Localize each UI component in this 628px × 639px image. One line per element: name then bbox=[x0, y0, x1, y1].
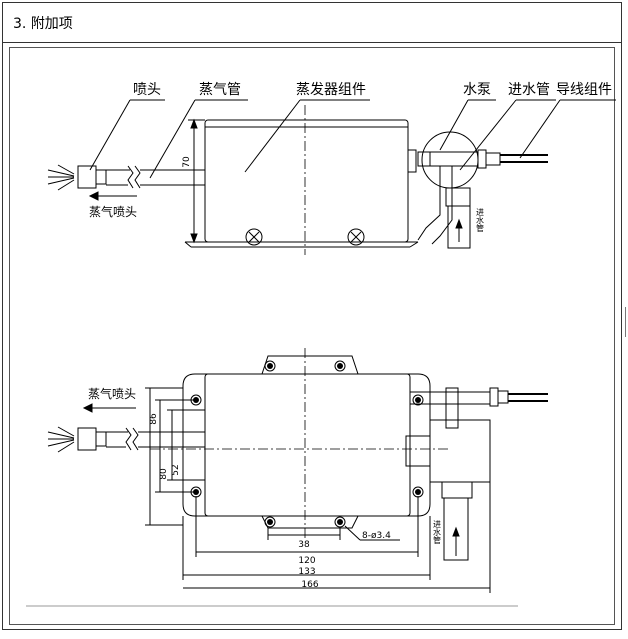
dim-38: 38 bbox=[298, 540, 310, 550]
dim-166: 166 bbox=[301, 580, 318, 590]
label-inlet-pipe: 进水管 bbox=[508, 82, 550, 98]
label-steam-spray: 蒸气喷头 bbox=[89, 204, 137, 219]
dim-52: 52 bbox=[171, 464, 181, 475]
dim-133: 133 bbox=[298, 567, 315, 577]
pump-top bbox=[429, 419, 491, 483]
mounting-holes bbox=[193, 363, 421, 525]
evaporator-body bbox=[204, 119, 409, 243]
dim-86: 86 bbox=[149, 413, 159, 425]
nozzle bbox=[77, 165, 97, 189]
drawing-area bbox=[9, 47, 615, 625]
label-generator: 蒸发器组件 bbox=[296, 82, 366, 98]
scroll-indicator[interactable] bbox=[625, 307, 626, 337]
section-header: 3. 附加项 bbox=[3, 3, 621, 43]
label-nozzle: 喷头 bbox=[133, 82, 161, 98]
attachment-panel: 3. 附加项 bbox=[2, 2, 622, 630]
dim-height-label: 70 bbox=[182, 156, 192, 168]
section-title: 3. 附加项 bbox=[13, 16, 73, 32]
bottom-view: 蒸气喷头 进水管 86 80 52 38 12 bbox=[47, 348, 548, 593]
top-view: 70 喷头 蒸气管 蒸发器组件 水泵 进水管 bbox=[47, 82, 616, 255]
label-steam-pipe: 蒸气管 bbox=[199, 82, 241, 98]
steam-pipe bbox=[106, 169, 130, 186]
label-pump: 水泵 bbox=[463, 82, 491, 98]
label-steam-spray-bottom: 蒸气喷头 bbox=[88, 386, 136, 401]
evaporator-body-top bbox=[204, 373, 411, 517]
label-inlet-vertical-bottom: 进水管 bbox=[433, 520, 442, 545]
label-inlet-vertical: 进水管 bbox=[476, 208, 485, 233]
dim-holes: 8-ø3.4 bbox=[362, 531, 391, 541]
dim-80: 80 bbox=[159, 468, 169, 480]
mounting-plate bbox=[182, 355, 431, 529]
label-wire: 导线组件 bbox=[556, 82, 612, 98]
dim-120: 120 bbox=[298, 556, 315, 566]
